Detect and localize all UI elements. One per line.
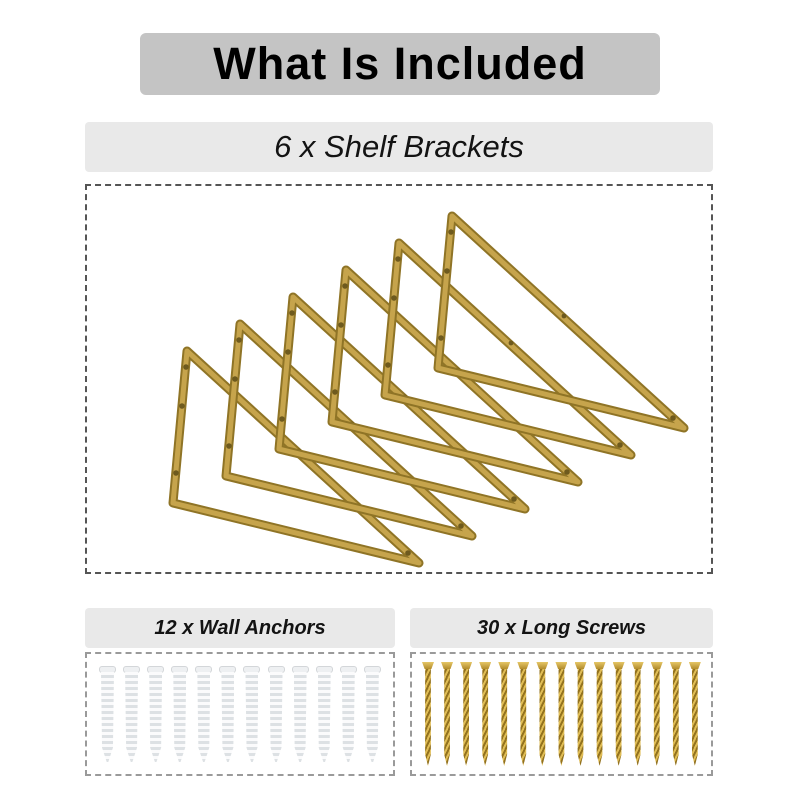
wall-anchor-collar [339,666,357,673]
wall-anchor-body [173,672,187,762]
wall-anchor [315,666,333,762]
screw [498,662,511,766]
shelf-brackets-label: 6 x Shelf Brackets [274,129,524,164]
screw-head [422,662,434,669]
screw-head [441,662,454,669]
wall-anchor [339,666,357,762]
wall-anchor-body [221,672,235,762]
screw-shaft [425,669,431,766]
screw-shaft [691,669,698,766]
screw [574,662,587,766]
wall-anchor-body [317,672,331,762]
screw [479,662,492,766]
screw-shaft [558,669,565,766]
wall-anchor [219,666,237,762]
screw-shaft [596,669,603,766]
screw [555,662,568,766]
screw-head [536,662,549,669]
screw-shaft [501,669,508,766]
shelf-brackets-label-banner: 6 x Shelf Brackets [85,122,713,172]
screw [460,662,473,766]
screw-shaft [539,669,546,766]
screw [631,662,644,766]
screw-head [593,662,606,669]
title-banner: What Is Included [140,33,660,95]
wall-anchor-body [341,672,355,762]
wall-anchor-collar [171,666,189,673]
screw-shaft [615,669,622,766]
wall-anchor [171,666,189,762]
screw [650,662,663,766]
wall-anchor-collar [267,666,285,673]
wall-anchor [243,666,261,762]
screw-shaft [463,669,470,766]
screw-head [688,662,701,669]
long-screws-label-banner: 30 x Long Screws [410,608,713,648]
wall-anchor [267,666,285,762]
screw [441,662,454,766]
screw [688,662,701,766]
wall-anchor-body [125,672,139,762]
wall-anchors-box [85,652,395,776]
wall-anchor [99,666,116,762]
wall-anchor [195,666,213,762]
screw-head [574,662,587,669]
wall-anchors-label: 12 x Wall Anchors [154,616,326,639]
wall-anchor [123,666,141,762]
screw-head [555,662,568,669]
long-screws-label: 30 x Long Screws [477,616,646,639]
screw-shaft [653,669,660,766]
screw-head [460,662,473,669]
screw-shaft [482,669,489,766]
wall-anchor-collar [243,666,261,673]
shelf-brackets-image [87,186,711,572]
long-screws-box [410,652,713,776]
wall-anchor-collar [123,666,141,673]
wall-anchors-label-banner: 12 x Wall Anchors [85,608,395,648]
wall-anchor-body [245,672,259,762]
screw-head [479,662,492,669]
wall-anchor-body [197,672,211,762]
screw [422,662,434,766]
wall-anchor-body [365,672,379,762]
wall-anchor-body [101,672,114,762]
screw [536,662,549,766]
wall-anchor-collar [219,666,237,673]
wall-anchor-body [293,672,307,762]
long-screws-image [412,654,711,774]
wall-anchor [147,666,165,762]
wall-anchor-collar [147,666,165,673]
screw-head [650,662,663,669]
screw-head [612,662,625,669]
screw [612,662,625,766]
wall-anchor-collar [291,666,309,673]
wall-anchor [363,666,381,762]
shelf-brackets-box [85,184,713,574]
screw-shaft [634,669,641,766]
screw-head [498,662,511,669]
screw [669,662,682,766]
screw-shaft [577,669,584,766]
page-title: What Is Included [213,38,587,89]
wall-anchor-collar [195,666,213,673]
screw-shaft [444,669,450,766]
screw [593,662,606,766]
wall-anchor-collar [99,666,116,673]
wall-anchor [291,666,309,762]
screw-head [631,662,644,669]
wall-anchors-image [87,654,393,774]
wall-anchor-collar [363,666,381,673]
screw-shaft [520,669,527,766]
wall-anchor-collar [315,666,333,673]
screw-head [517,662,530,669]
screw-head [669,662,682,669]
screw [517,662,530,766]
wall-anchor-body [149,672,163,762]
screw-shaft [672,669,679,766]
wall-anchor-body [269,672,283,762]
